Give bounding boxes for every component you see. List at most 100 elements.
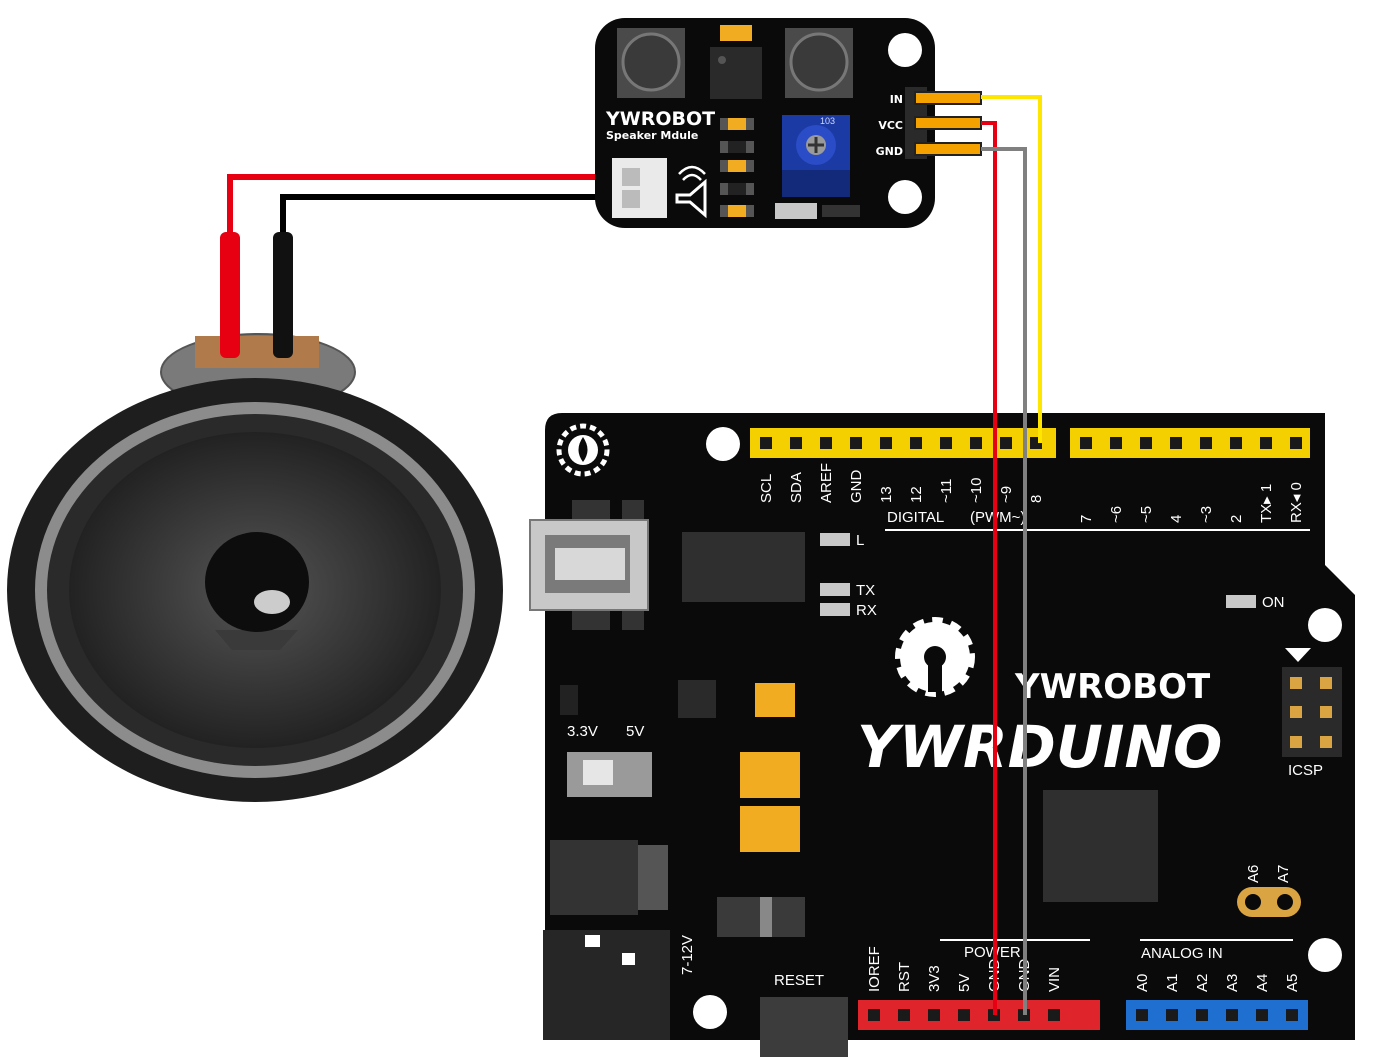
- digital-pin-hole[interactable]: [970, 437, 982, 449]
- speaker-support: [215, 630, 298, 650]
- speaker-leads: [220, 174, 630, 358]
- flame-gear-icon: [556, 423, 610, 477]
- diode-band: [760, 897, 772, 937]
- dc-jack-mark: [622, 953, 635, 965]
- pin-vcc[interactable]: [914, 116, 982, 130]
- ywrduino-board: L TX RX ON 3.3V 5V 7-12V RESET YWROBOT: [529, 413, 1355, 1057]
- analog-pin-hole[interactable]: [1196, 1009, 1208, 1021]
- power-pin-hole[interactable]: [958, 1009, 970, 1021]
- speaker-negative-wire: [280, 194, 630, 350]
- analog-pin-hole[interactable]: [1166, 1009, 1178, 1021]
- switch-high-label: 5V: [626, 723, 644, 740]
- digital-pin-hole[interactable]: [1140, 437, 1152, 449]
- speaker-positive-sleeve: [220, 232, 240, 358]
- analog-pin-label: A0: [1134, 974, 1151, 992]
- voltage-regulator: [550, 840, 638, 915]
- gear-icon: [895, 617, 975, 697]
- mounting-hole: [1308, 608, 1342, 642]
- module-brand: YWROBOT: [605, 108, 715, 130]
- analog-pin-hole[interactable]: [1226, 1009, 1238, 1021]
- digital-pin-hole[interactable]: [820, 437, 832, 449]
- digital-pin-hole[interactable]: [1000, 437, 1012, 449]
- digital-pin-hole[interactable]: [1080, 437, 1092, 449]
- led-on-label: ON: [1262, 594, 1285, 611]
- digital-pin-label: 12: [908, 486, 925, 503]
- resistors: [720, 118, 754, 217]
- dc-jack-label: 7-12V: [679, 935, 696, 975]
- regulator-ic: [678, 680, 716, 718]
- speaker: [7, 333, 503, 802]
- digital-pin-hole[interactable]: [940, 437, 952, 449]
- pin-gnd[interactable]: [914, 142, 982, 156]
- analog-pin-hole[interactable]: [1136, 1009, 1148, 1021]
- usb-chip: [682, 532, 805, 602]
- analog-header: [1126, 1000, 1308, 1030]
- power-pin-hole[interactable]: [1048, 1009, 1060, 1021]
- analog-pin-label: A5: [1284, 974, 1301, 992]
- speaker-connector: [612, 158, 667, 218]
- pin-in[interactable]: [914, 91, 982, 105]
- analog-pin-hole[interactable]: [1286, 1009, 1298, 1021]
- led-l-label: L: [856, 532, 864, 549]
- mounting-hole: [706, 427, 740, 461]
- digital-pin-hole[interactable]: [1200, 437, 1212, 449]
- volume-potentiometer[interactable]: [782, 115, 850, 197]
- power-pin-hole[interactable]: [898, 1009, 910, 1021]
- gnd-wire: [981, 147, 1027, 1015]
- led-rx: [820, 603, 850, 616]
- power-pin-hole[interactable]: [868, 1009, 880, 1021]
- module-led: [775, 203, 817, 219]
- a6-label: A6: [1245, 865, 1262, 883]
- digital-pin-hole[interactable]: [1230, 437, 1242, 449]
- speaker-highlight: [254, 590, 290, 614]
- power-pin-label: 5V: [956, 974, 973, 992]
- switch-low-label: 3.3V: [567, 723, 598, 740]
- digital-pin-hole[interactable]: [1170, 437, 1182, 449]
- power-pin-label: VIN: [1046, 967, 1063, 992]
- digital-pin-label: ~3: [1198, 506, 1215, 523]
- module-pin-label: GND: [876, 145, 903, 158]
- power-header: [858, 1000, 1100, 1030]
- microcontroller: [1043, 790, 1158, 902]
- digital-pin-hole[interactable]: [760, 437, 772, 449]
- digital-pin-hole[interactable]: [850, 437, 862, 449]
- icsp-pins: [1290, 677, 1332, 748]
- board-brand: YWROBOT: [1014, 667, 1211, 707]
- speaker-icon: [675, 165, 707, 219]
- digital-pin-hole[interactable]: [1110, 437, 1122, 449]
- digital-pin-hole[interactable]: [790, 437, 802, 449]
- analog-pin-label: A4: [1254, 974, 1271, 992]
- digital-pin-label: 8: [1028, 495, 1045, 503]
- digital-pin-hole[interactable]: [880, 437, 892, 449]
- speaker-module: YWROBOT Speaker Mdule 103: [595, 18, 982, 228]
- dc-jack: [543, 930, 670, 1040]
- digital-pin-label: RX◂ 0: [1288, 482, 1305, 523]
- pwm-label: (PWM~): [970, 509, 1025, 526]
- digital-pin-hole[interactable]: [1260, 437, 1272, 449]
- reset-button[interactable]: [760, 997, 848, 1057]
- speaker-terminal-tab: [195, 336, 319, 368]
- analog-pin-label: A2: [1194, 974, 1211, 992]
- vcc-wire: [981, 121, 997, 1015]
- jumper-wires: [981, 95, 1042, 1015]
- digital-pin-hole[interactable]: [1290, 437, 1302, 449]
- led-tx-label: TX: [856, 582, 875, 599]
- digital-pin-label: 7: [1078, 515, 1095, 523]
- digital-pin-label: SCL: [758, 474, 775, 503]
- board-model: YWRDUINO: [857, 713, 1222, 781]
- voltage-switch[interactable]: [567, 752, 652, 797]
- power-pin-label: IOREF: [866, 946, 883, 992]
- digital-pin-hole[interactable]: [910, 437, 922, 449]
- led-l: [820, 533, 850, 546]
- power-pin-hole[interactable]: [928, 1009, 940, 1021]
- analog-pin-hole[interactable]: [1256, 1009, 1268, 1021]
- digital-label: DIGITAL: [887, 509, 944, 526]
- signal-wire: [981, 95, 1042, 443]
- reset-label: RESET: [774, 972, 824, 989]
- ic-dot: [718, 56, 726, 64]
- pot-marking: 103: [820, 116, 835, 126]
